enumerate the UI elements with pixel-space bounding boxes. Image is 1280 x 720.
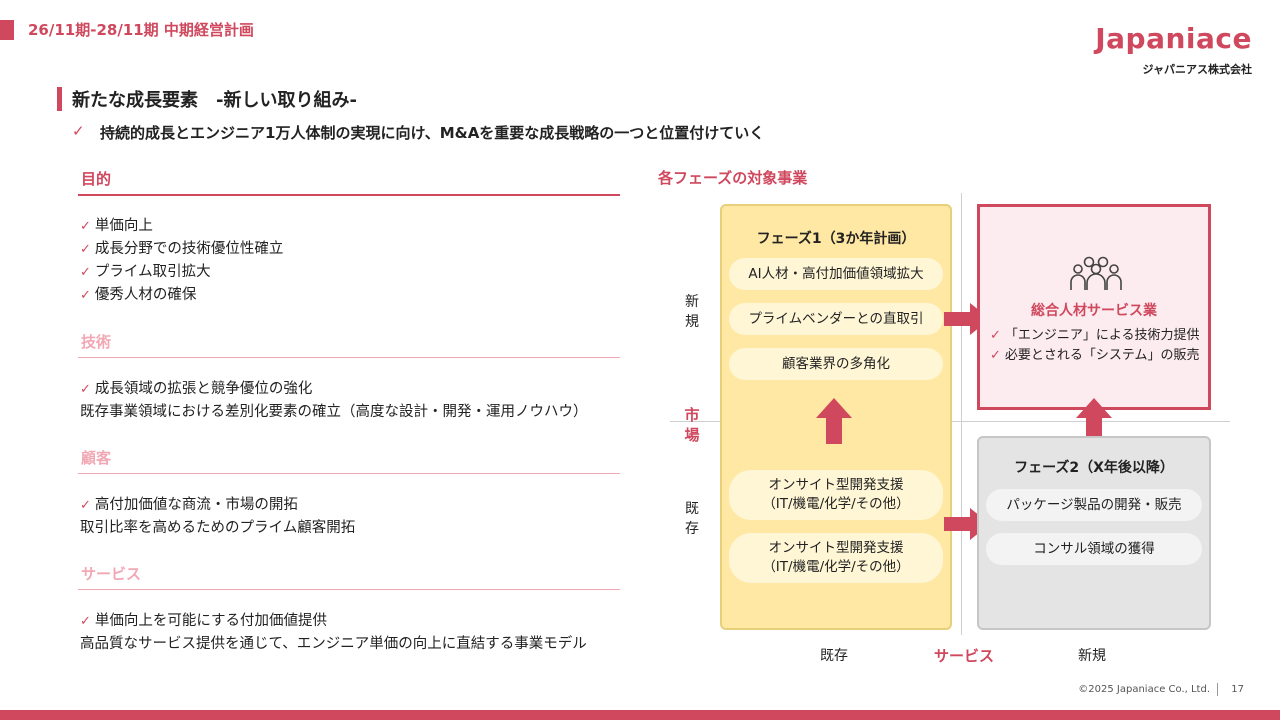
- phase1-existing-item: オンサイト型開発支援（IT/機電/化学/その他）: [729, 533, 943, 583]
- check-icon: ✓: [990, 328, 1001, 343]
- general-service-item: ✓「エンジニア」による技術力提供: [990, 328, 1200, 343]
- purpose-item: ✓単価向上: [80, 218, 153, 234]
- service-existing-label: 既存: [820, 648, 848, 664]
- footer-copyright: ©2025 Japaniace Co., Ltd.: [1078, 684, 1210, 695]
- category-divider: [78, 473, 620, 474]
- axis-divider-vertical: [961, 193, 962, 635]
- general-service-item: ✓必要とされる「システム」の販売: [990, 348, 1200, 363]
- category-tech-label: 技術: [81, 333, 112, 351]
- check-icon: ✓: [990, 348, 1001, 363]
- phase2-title: フェーズ2（X年後以降）: [1014, 460, 1174, 476]
- market-axis-label: 市場: [684, 406, 700, 444]
- general-service-title: 総合人材サービス業: [1031, 303, 1157, 319]
- check-icon: ✓: [80, 382, 91, 397]
- people-group-icon: [1070, 256, 1122, 290]
- bottom-accent-bar: [0, 710, 1280, 720]
- diagram-title: 各フェーズの対象事業: [658, 169, 808, 187]
- category-service-label: サービス: [81, 565, 142, 583]
- purpose-item: ✓優秀人材の確保: [80, 287, 197, 303]
- check-icon: ✓: [80, 288, 91, 303]
- category-divider: [78, 194, 620, 196]
- footer-separator: [1217, 683, 1218, 696]
- lead-text: 持続的成長とエンジニア1万人体制の実現に向け、M&Aを重要な成長戦略の一つと位置…: [100, 124, 765, 142]
- header-accent-tab: [0, 20, 14, 40]
- service-axis-label: サービス: [934, 647, 995, 665]
- arrow-up-icon: [1076, 398, 1112, 444]
- category-purpose-label: 目的: [81, 170, 112, 188]
- service-text: 高品質なサービス提供を通じて、エンジニア単価の向上に直結する事業モデル: [80, 636, 587, 652]
- customer-text: 取引比率を高めるためのプライム顧客開拓: [80, 520, 356, 536]
- tech-item: ✓成長領域の拡張と競争優位の強化: [80, 381, 313, 397]
- section-title: 新たな成長要素 -新しい取り組み-: [72, 90, 357, 111]
- company-name: ジャパニアス株式会社: [1142, 63, 1252, 76]
- check-icon: ✓: [80, 219, 91, 234]
- phase2-item: パッケージ製品の開発・販売: [986, 489, 1202, 521]
- header-title: 26/11期-28/11期 中期経営計画: [28, 21, 254, 39]
- category-divider: [78, 357, 620, 358]
- phase1-item: 顧客業界の多角化: [729, 348, 943, 380]
- market-new-label: 新規: [685, 294, 699, 330]
- category-divider: [78, 589, 620, 590]
- customer-item: ✓高付加価値な商流・市場の開拓: [80, 497, 298, 513]
- check-icon: ✓: [80, 614, 91, 629]
- category-customer-label: 顧客: [81, 449, 112, 467]
- check-icon: ✓: [80, 498, 91, 513]
- phase1-existing-item: オンサイト型開発支援（IT/機電/化学/その他）: [729, 470, 943, 520]
- check-icon: ✓: [72, 122, 85, 140]
- purpose-item: ✓成長分野での技術優位性確立: [80, 241, 284, 257]
- purpose-item: ✓プライム取引拡大: [80, 264, 211, 280]
- check-icon: ✓: [80, 265, 91, 280]
- phase1-item: プライムベンダーとの直取引: [729, 303, 943, 335]
- check-icon: ✓: [80, 242, 91, 257]
- general-service-box: [977, 204, 1211, 410]
- service-new-label: 新規: [1078, 648, 1106, 664]
- market-existing-label: 既存: [685, 501, 699, 537]
- section-title-bar: [57, 87, 62, 111]
- tech-text: 既存事業領域における差別化要素の確立（高度な設計・開発・運用ノウハウ）: [80, 404, 588, 420]
- company-logo: Japaniace: [1095, 22, 1252, 55]
- service-item: ✓単価向上を可能にする付加価値提供: [80, 613, 328, 629]
- phase2-item: コンサル領域の獲得: [986, 533, 1202, 565]
- phase1-item: AI人材・高付加価値領域拡大: [729, 258, 943, 290]
- page-number: 17: [1231, 684, 1244, 695]
- phase1-title: フェーズ1（3か年計画）: [756, 231, 916, 247]
- arrow-up-icon: [816, 398, 852, 444]
